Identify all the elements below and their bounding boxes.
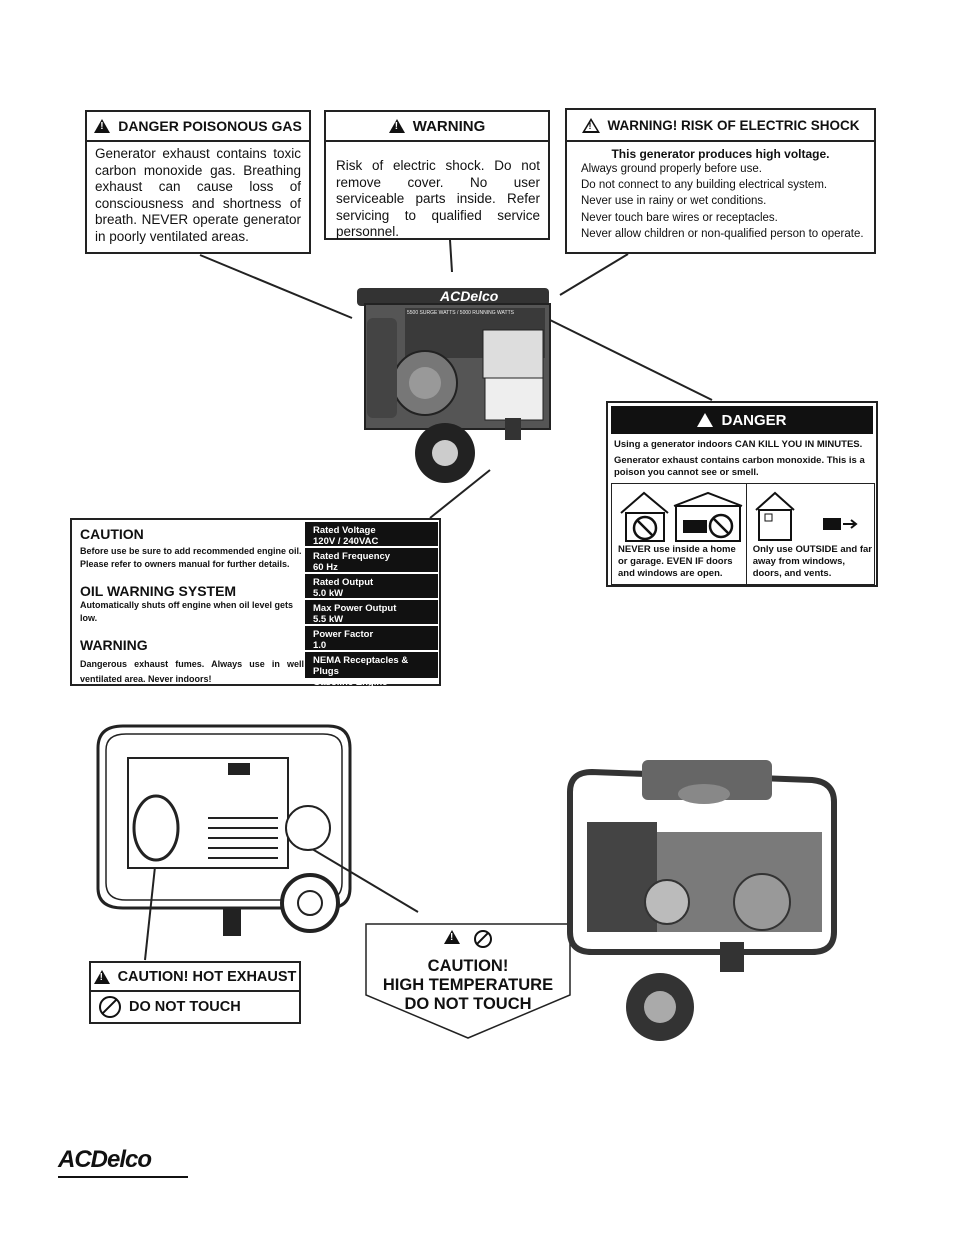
- warning-header: WARNING: [326, 112, 548, 142]
- caution-spec-label: CAUTION Before use be sure to add recomm…: [70, 518, 441, 699]
- poisonous-gas-title: DANGER POISONOUS GAS: [118, 118, 302, 134]
- caution-left-column: CAUTION Before use be sure to add recomm…: [80, 526, 304, 687]
- spec-value: 60 Hz: [313, 562, 338, 573]
- spec-label: Power Factor: [313, 629, 374, 640]
- danger-line2: Generator exhaust contains carbon monoxi…: [614, 455, 865, 478]
- high-temp-text: CAUTION! HIGH TEMPERATURE DO NOT TOUCH: [362, 957, 574, 1014]
- high-temp-line3: DO NOT TOUCH: [404, 995, 532, 1013]
- spec-row: Max Power Output 5.5 kW: [305, 600, 438, 626]
- warning-fumes-title: WARNING: [80, 637, 148, 653]
- danger-header: DANGER: [611, 406, 873, 434]
- danger-title: DANGER: [721, 411, 787, 429]
- risk-of-shock-title: WARNING! RISK OF ELECTRIC SHOCK: [607, 117, 860, 133]
- generator-brand: ACDelco: [440, 288, 499, 304]
- spec-row: Power Factor 1.0: [305, 626, 438, 652]
- spec-label: Max Power Output: [313, 603, 397, 614]
- no-touch-icon: [99, 996, 121, 1018]
- warning-body: Risk of electric shock. Do not remove co…: [336, 158, 540, 239]
- risk-line: Never touch bare wires or receptacles.: [581, 211, 778, 224]
- risk-line: Always ground properly before use.: [581, 163, 762, 175]
- risk-line: Never use in rainy or wet conditions.: [581, 195, 767, 208]
- generator-line-drawing: [96, 724, 352, 936]
- warning-triangle-icon: [94, 119, 111, 133]
- spec-row: Rated Output 5.0 kW: [305, 574, 438, 600]
- caution-body: Before use be sure to add recommended en…: [80, 546, 302, 569]
- high-temp-line2: HIGH TEMPERATURE: [382, 976, 554, 994]
- risk-of-shock-header: WARNING! RISK OF ELECTRIC SHOCK: [567, 110, 874, 142]
- spec-column: Rated Voltage 120V / 240VAC Rated Freque…: [305, 522, 438, 699]
- poisonous-gas-header: DANGER POISONOUS GAS: [87, 112, 309, 142]
- spec-value: 5.0 kW: [313, 588, 344, 599]
- spec-value: 120V / 240VAC: [313, 536, 379, 547]
- spec-label: Rated Frequency: [313, 551, 391, 562]
- poisonous-gas-body: Generator exhaust contains toxic carbon …: [95, 146, 301, 244]
- generator-photo-bottom: [567, 760, 837, 1041]
- spec-row: Rated Frequency 60 Hz: [305, 548, 438, 574]
- generator-rating: 5500 SURGE WATTS / 5000 RUNNING WATTS: [407, 310, 514, 316]
- oil-warning-body: Automatically shuts off engine when oil …: [80, 600, 294, 623]
- pictogram-outside-only: Only use OUTSIDE and far away from windo…: [747, 484, 874, 584]
- warning-outline-triangle-icon: [581, 117, 600, 133]
- hot-exhaust-header: CAUTION! HOT EXHAUST: [91, 963, 299, 992]
- hot-exhaust-sub: DO NOT TOUCH: [129, 999, 241, 1015]
- hot-exhaust-title: CAUTION! HOT EXHAUST: [117, 968, 297, 985]
- high-temp-line1: CAUTION!: [427, 957, 509, 975]
- spec-value: 1.0: [313, 640, 327, 651]
- risk-line: Never allow children or non-qualified pe…: [581, 227, 864, 240]
- warning-fumes-body: Dangerous exhaust fumes. Always use in w…: [80, 659, 304, 684]
- pictogram-never-indoors: NEVER use inside a home or garage. EVEN …: [612, 484, 747, 584]
- spec-label: Rated Output: [313, 577, 374, 588]
- spec-value: 5.5 kW: [313, 614, 344, 625]
- risk-of-shock-list: Always ground properly before use. Do no…: [567, 161, 874, 242]
- acdelco-footer-logo: ACDelco: [58, 1146, 188, 1178]
- spec-row: NEMA Receptacles & Plugs Gasoline Engine…: [305, 652, 438, 699]
- electric-shock-warning-label: WARNING Risk of electric shock. Do not r…: [324, 110, 550, 240]
- caption-never-indoors: NEVER use inside a home or garage. EVEN …: [618, 544, 736, 579]
- warning-triangle-icon: [93, 969, 110, 984]
- danger-line1: Using a generator indoors CAN KILL YOU I…: [614, 439, 863, 450]
- warning-triangle-icon: [697, 413, 714, 427]
- danger-pictograms: NEVER use inside a home or garage. EVEN …: [611, 483, 875, 585]
- spec-row: Rated Voltage 120V / 240VAC: [305, 522, 438, 548]
- warning-triangle-icon: [444, 930, 460, 944]
- oil-warning-title: OIL WARNING SYSTEM: [80, 583, 237, 599]
- risk-line: Do not connect to any building electrica…: [581, 179, 828, 192]
- spec-label: Rated Voltage: [313, 525, 376, 536]
- footer-logo-text: ACDelco: [58, 1146, 152, 1173]
- caution-title: CAUTION: [80, 526, 144, 542]
- spec-label: NEMA Receptacles & Plugs: [313, 655, 409, 677]
- hot-exhaust-label: CAUTION! HOT EXHAUST DO NOT TOUCH: [89, 961, 301, 1024]
- high-temp-icons: [432, 930, 504, 948]
- hot-exhaust-sub-row: DO NOT TOUCH: [91, 992, 299, 1022]
- danger-indoors-label: DANGER Using a generator indoors CAN KIL…: [606, 401, 878, 587]
- warning-title: WARNING: [412, 117, 486, 135]
- poisonous-gas-label: DANGER POISONOUS GAS Generator exhaust c…: [85, 110, 311, 254]
- spec-value: Gasoline Engine Generator: [313, 677, 388, 699]
- risk-of-shock-subtitle: This generator produces high voltage.: [611, 147, 830, 161]
- risk-of-shock-label: WARNING! RISK OF ELECTRIC SHOCK This gen…: [565, 108, 876, 254]
- generator-photo-top: ACDelco 5500 SURGE WATTS / 5000 RUNNING …: [345, 268, 560, 488]
- caption-outside-only: Only use OUTSIDE and far away from windo…: [752, 544, 872, 579]
- warning-triangle-icon: [388, 119, 405, 133]
- high-temp-arrow-shape: [365, 923, 571, 1039]
- no-touch-icon: [474, 930, 492, 948]
